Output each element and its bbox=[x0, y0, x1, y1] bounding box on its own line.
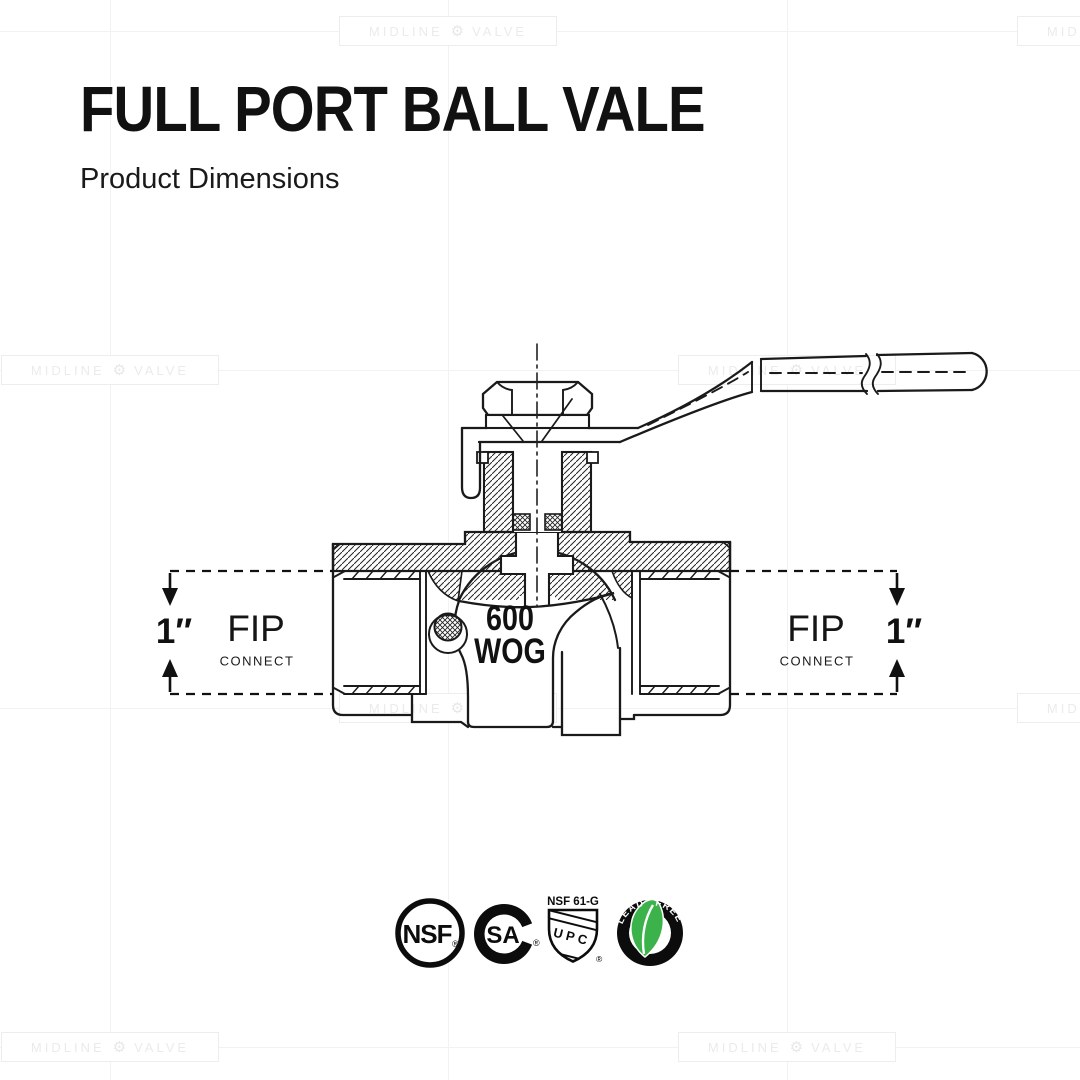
watermark-brand-left: MIDLINE bbox=[368, 23, 443, 39]
grid-line-horizontal bbox=[0, 1047, 1080, 1048]
thread-marks bbox=[647, 570, 712, 580]
brand-watermark: MIDLINE ⚙ VALVE bbox=[1, 355, 219, 385]
watermark-brand-left: MIDLINE bbox=[1046, 700, 1080, 716]
watermark-brand-right: VALVE bbox=[134, 362, 190, 378]
grid-line-vertical bbox=[110, 0, 111, 1080]
csa-label: SA bbox=[486, 922, 519, 949]
dimension-right bbox=[730, 569, 905, 696]
break-symbol bbox=[871, 353, 882, 395]
certification-logos: NSF ® SA ® NSF 61-G UPC ® bbox=[395, 896, 684, 968]
left-dimension-connect: CONNECT bbox=[219, 653, 295, 669]
watermark-brand-left: MIDLINE bbox=[368, 700, 443, 716]
csa-logo: SA ® bbox=[474, 904, 541, 964]
right-port bbox=[631, 540, 732, 717]
page-subtitle: Product Dimensions bbox=[80, 163, 340, 195]
section-mark bbox=[502, 398, 573, 442]
right-dimension-connect: CONNECT bbox=[779, 653, 855, 669]
seat-pocket-section-left bbox=[426, 570, 463, 603]
brand-watermark: MIDLINE ⚙ VALVE bbox=[678, 1032, 896, 1062]
nsf-label: NSF bbox=[403, 919, 452, 949]
thread-marks bbox=[647, 685, 712, 695]
rating-line1: 600 bbox=[486, 599, 534, 639]
brand-watermark: MIDLINE⚙VALVE bbox=[1017, 693, 1080, 723]
grid-line-horizontal bbox=[0, 370, 1080, 371]
upc-title: NSF 61-G bbox=[547, 896, 599, 908]
registered-mark: ® bbox=[596, 954, 603, 964]
left-dimension-size: 1″ bbox=[155, 612, 193, 651]
stem-hex-nut bbox=[481, 380, 594, 430]
valve-rating-marking: 600 WOG bbox=[474, 599, 546, 671]
nsf-logo: NSF ® bbox=[395, 898, 465, 968]
hidden-line bbox=[647, 371, 749, 426]
watermark-brand-right: VALVE bbox=[811, 1039, 867, 1055]
seat-pocket-section-right bbox=[610, 570, 633, 600]
brand-watermark: MIDLINE⚙VALVE bbox=[1017, 16, 1080, 46]
rating-line2: WOG bbox=[474, 632, 546, 671]
watermark-brand-right: VALVE bbox=[134, 1039, 190, 1055]
watermark-brand-left: MIDLINE bbox=[30, 362, 105, 378]
arrow-down-icon bbox=[889, 588, 905, 606]
watermark-brand-right: VALVE bbox=[472, 23, 528, 39]
registered-mark: ® bbox=[533, 938, 540, 948]
dimension-left bbox=[162, 569, 333, 696]
break-symbol bbox=[860, 353, 871, 395]
packing-gland bbox=[476, 442, 599, 534]
watermark-brand-left: MIDLINE bbox=[30, 1039, 105, 1055]
right-dimension-type: FIP bbox=[787, 608, 845, 649]
gear-icon: ⚙ bbox=[112, 360, 127, 379]
left-port bbox=[331, 542, 470, 729]
brand-watermark: MIDLINE ⚙ VALVE bbox=[1, 1032, 219, 1062]
arrow-up-icon bbox=[162, 659, 178, 677]
watermark-brand-left: MIDLINE bbox=[707, 1039, 782, 1055]
lead-free-logo: LEAD FREE bbox=[615, 898, 684, 966]
gear-icon: ⚙ bbox=[789, 1037, 804, 1056]
handle-lever bbox=[460, 351, 988, 500]
page-title: FULL PORT BALL VALE bbox=[80, 73, 706, 145]
thread-marks bbox=[351, 685, 416, 695]
gear-icon: ⚙ bbox=[450, 21, 465, 40]
thread-marks bbox=[351, 570, 416, 580]
watermark-brand-left: MIDLINE bbox=[1046, 23, 1080, 39]
valve-assembly bbox=[331, 343, 988, 737]
upc-logo: NSF 61-G UPC ® bbox=[547, 896, 603, 964]
hidden-line bbox=[769, 371, 966, 374]
registered-mark: ® bbox=[452, 939, 459, 949]
gear-icon: ⚙ bbox=[450, 698, 465, 717]
leaf-icon bbox=[630, 898, 665, 958]
ball-front-face bbox=[453, 591, 615, 729]
gear-icon: ⚙ bbox=[112, 1037, 127, 1056]
right-dimension-size: 1″ bbox=[885, 612, 923, 651]
handle-stop-tab bbox=[460, 426, 482, 500]
seat-seal bbox=[428, 612, 468, 654]
arrow-down-icon bbox=[162, 588, 178, 606]
grid-line-vertical bbox=[787, 0, 788, 1080]
grid-line-vertical bbox=[448, 0, 449, 1080]
brand-watermark: MIDLINE ⚙ VALVE bbox=[339, 16, 557, 46]
arrow-up-icon bbox=[889, 659, 905, 677]
body-joint bbox=[551, 593, 636, 737]
left-dimension-type: FIP bbox=[227, 608, 285, 649]
